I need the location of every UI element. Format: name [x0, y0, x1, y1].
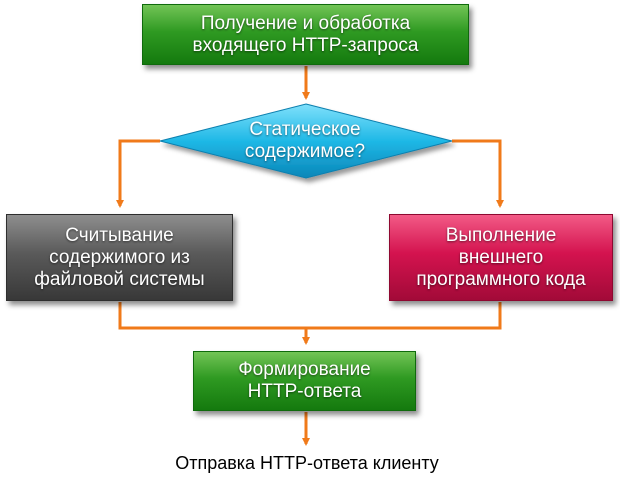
form-response-box: Формирование HTTP-ответа — [193, 351, 416, 411]
line-exec-to-merge — [306, 302, 502, 330]
arrow-decision-to-exec — [452, 139, 504, 208]
receive-request-label: Получение и обработка входящего HTTP-зап… — [192, 12, 419, 56]
read-filesystem-box: Считывание содержимого из файловой систе… — [6, 214, 233, 301]
execute-code-label: Выполнение внешнего программного кода — [416, 224, 586, 290]
receive-request-box: Получение и обработка входящего HTTP-зап… — [142, 4, 469, 65]
decision-static-label-container: Статическое содержимое? — [160, 110, 450, 172]
form-response-label: Формирование HTTP-ответа — [238, 359, 371, 402]
decision-static-label: Статическое содержимое? — [244, 119, 366, 162]
execute-code-box: Выполнение внешнего программного кода — [389, 214, 613, 301]
line-read-to-merge — [118, 302, 306, 330]
read-filesystem-label: Считывание содержимого из файловой систе… — [34, 224, 205, 290]
decision-diamond — [159, 103, 453, 179]
send-response-text: Отправка HTTP-ответа клиенту — [175, 453, 439, 473]
arrow-decision-to-read — [116, 139, 160, 208]
